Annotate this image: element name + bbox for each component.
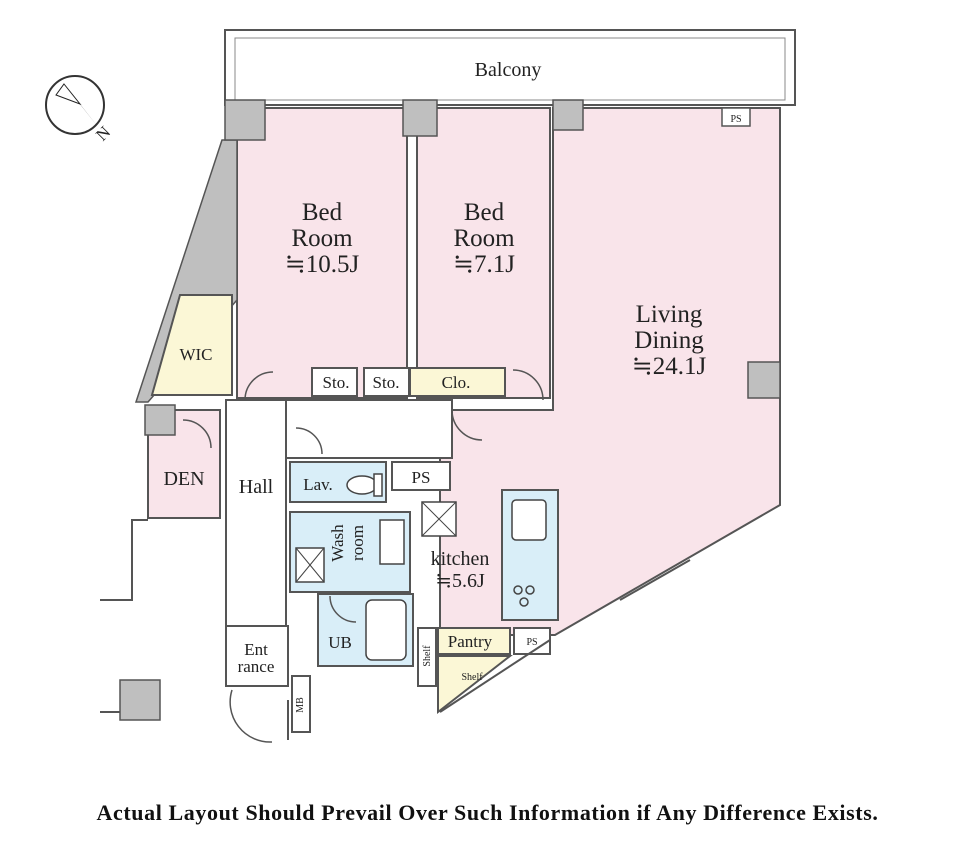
mb-label: MB [295,697,306,713]
shelf-left-label: Shelf [422,645,433,667]
ub-label: UB [328,633,352,652]
structural-columns [119,99,781,721]
bedroom-1-area: ≒10.5J [285,251,360,278]
shelf-left [417,627,437,687]
kitchen-area: ≒5.6J [435,570,485,592]
ps-shaft-balcony [721,107,751,127]
balcony [224,29,796,106]
ps-pantry-label: PS [526,637,537,648]
ps-balcony-label: PS [730,114,741,125]
storage-closet-2 [363,367,410,397]
wic-label: WIC [179,345,212,364]
closet [409,367,506,397]
stove-icon [513,585,535,607]
ps-hall-label: PS [412,468,431,487]
den-label: DEN [163,468,204,490]
pantry-shelf-label: Shelf [461,672,483,683]
bedroom-2 [416,107,551,399]
compass-north-icon: N [45,75,114,145]
bedroom-2-area: ≒7.1J [453,251,515,278]
bedroom-1-label-line2: Room [291,225,353,252]
pantry-shelf [437,655,513,715]
bedroom-2-label-line2: Room [453,225,515,252]
bedroom-1-label-line1: Bed [302,199,343,226]
entrance [225,625,289,687]
door-swings [182,369,544,743]
storage-closet-1 [311,367,358,397]
entrance-label-line2: rance [238,657,275,676]
lav-label: Lav. [303,475,333,494]
pantry-label: Pantry [448,632,493,651]
living-area: ≒24.1J [632,353,707,380]
meter-box [291,675,311,733]
hall-area [225,399,453,627]
living-label-line2: Dining [634,327,704,354]
sink-icon [511,499,547,541]
bathtub-icon [365,599,407,661]
closet-label: Clo. [442,373,471,392]
wic-room [150,294,233,396]
washroom-label-line1: Wash [328,524,347,562]
toilet-icon [346,475,378,495]
floor-plan: N Balcony Bed Room ≒10.5J Bed Room ≒7.1J… [45,29,796,743]
entrance-label-line1: Ent [244,640,268,659]
hall-label: Hall [239,476,274,498]
storage-1-label: Sto. [323,373,350,392]
pantry [437,627,511,655]
balcony-label: Balcony [475,59,542,81]
living-label-line1: Living [636,301,703,328]
disclaimer-text: Actual Layout Should Prevail Over Such I… [96,800,879,825]
ps-shaft-hall [391,461,451,491]
exterior-lines [100,519,691,740]
washroom-label-line2: room [348,525,367,561]
kitchen-label: kitchen [431,548,490,570]
storage-2-label: Sto. [373,373,400,392]
vanity-sink [379,519,405,565]
bedroom-2-label-line1: Bed [464,199,505,226]
